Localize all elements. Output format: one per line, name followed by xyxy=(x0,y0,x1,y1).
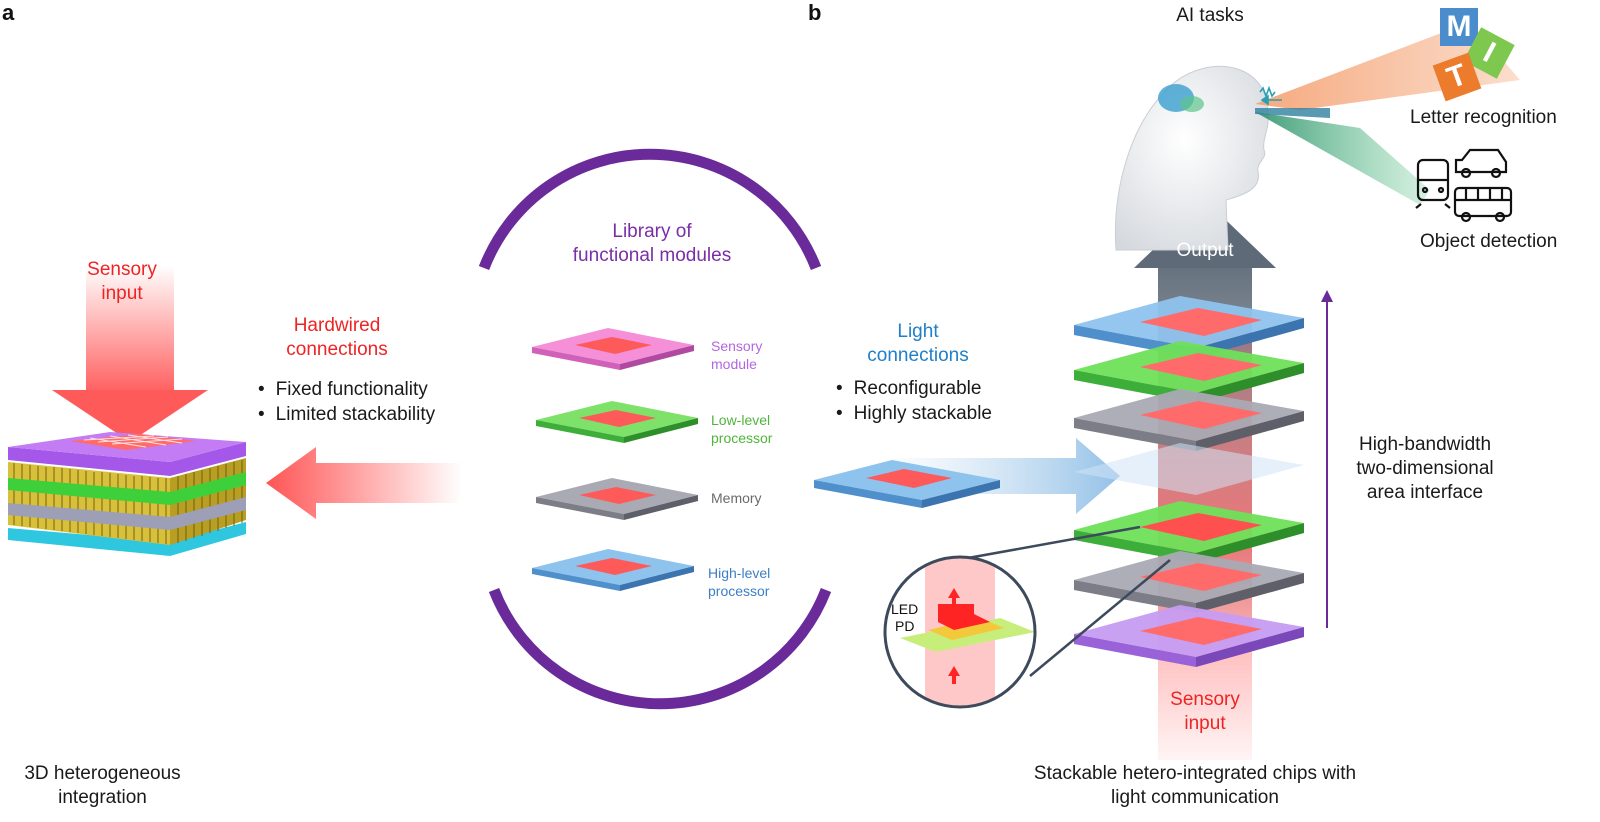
3d-stacked-chip xyxy=(8,432,246,556)
chip-stack-right xyxy=(1074,200,1304,760)
signal-icon xyxy=(1259,85,1282,106)
sensory-input-arrow-left xyxy=(52,265,208,442)
human-head xyxy=(1114,65,1269,251)
bullet-limited-stackability: Limited stackability xyxy=(258,402,435,427)
panel-letter-b: b xyxy=(808,0,822,25)
vehicle-icons xyxy=(1415,148,1513,223)
reconfigurable-chip xyxy=(814,460,1000,508)
hardwired-arrow xyxy=(266,447,462,519)
object-detection-label: Object detection xyxy=(1420,231,1558,252)
led-pd-inset xyxy=(883,525,1171,709)
module-label-memory: Memory xyxy=(711,490,762,506)
bullet-fixed-functionality: Fixed functionality xyxy=(258,377,435,402)
led-label: LED xyxy=(891,601,919,617)
hardwired-bullets: Fixed functionality Limited stackability xyxy=(258,377,435,427)
output-label: Output xyxy=(1176,240,1234,261)
ai-tasks-label: AI tasks xyxy=(1176,5,1244,26)
light-bullets: Reconfigurable Highly stackable xyxy=(836,376,992,426)
bullet-highly-stackable: Highly stackable xyxy=(836,401,992,426)
library-arcs xyxy=(478,148,832,710)
light-connection-arrow xyxy=(880,438,1120,514)
bullet-reconfigurable: Reconfigurable xyxy=(836,376,992,401)
letter-recognition-label: Letter recognition xyxy=(1410,107,1557,128)
bandwidth-arrow xyxy=(1321,290,1333,628)
panel-letter-a: a xyxy=(2,0,15,25)
letter-tile-m: M xyxy=(1440,8,1478,46)
pd-label: PD xyxy=(895,618,915,634)
library-module-chips xyxy=(532,328,698,591)
